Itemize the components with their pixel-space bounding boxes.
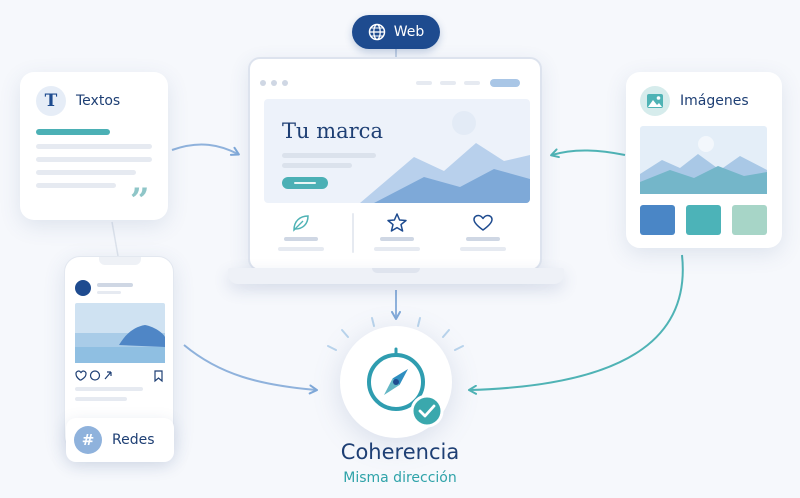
nav-link — [464, 81, 480, 85]
imagenes-card: Imágenes — [626, 72, 782, 248]
hero-mountains — [360, 111, 530, 203]
text-line — [36, 170, 136, 175]
imagenes-label: Imágenes — [680, 93, 749, 109]
arrow-imagenes-to-laptop — [550, 148, 626, 159]
color-swatch-blue — [640, 205, 675, 235]
nav-link — [440, 81, 456, 85]
like-icon — [75, 370, 87, 381]
phone-notch — [99, 257, 141, 265]
feature-divider — [352, 213, 354, 253]
text-line — [36, 157, 152, 162]
feature-line — [380, 237, 414, 241]
web-label: Web — [393, 24, 425, 40]
text-line — [36, 183, 116, 188]
nav-link — [416, 81, 432, 85]
arrow-imagenes-to-center — [468, 254, 684, 395]
center-subtitle: Misma dirección — [343, 470, 457, 486]
text-format-icon: T — [36, 86, 66, 116]
compass-icon — [367, 347, 425, 411]
feature-line — [278, 247, 324, 251]
laptop-screen: Tu marca — [248, 57, 542, 271]
quote-icon: ” — [130, 181, 150, 221]
comment-icon — [89, 370, 101, 381]
post-meta-line — [97, 291, 121, 294]
globe-icon — [368, 23, 385, 41]
feature-line — [374, 247, 420, 251]
textos-label: Textos — [76, 93, 121, 109]
redes-label: Redes — [112, 432, 155, 448]
hashtag-icon: # — [74, 426, 102, 454]
share-icon — [104, 371, 112, 380]
arrow-textos-to-laptop — [171, 143, 240, 156]
textos-card: T Textos ” — [20, 72, 168, 220]
hero-title: Tu marca — [282, 119, 383, 143]
check-badge-icon — [410, 394, 444, 428]
hero-text-line — [282, 153, 376, 158]
laptop-base — [228, 268, 564, 284]
profile-avatar — [75, 280, 91, 296]
post-image — [75, 303, 165, 363]
caption-line — [75, 387, 143, 391]
color-swatch-mint — [732, 205, 767, 235]
heart-icon — [473, 214, 493, 231]
feature-line — [284, 237, 318, 241]
image-icon — [640, 86, 670, 116]
web-badge: Web — [352, 15, 440, 49]
color-swatch-teal — [686, 205, 721, 235]
arrow-redes-to-center — [183, 344, 318, 395]
window-dot — [282, 80, 288, 86]
window-dot — [271, 80, 277, 86]
text-line — [36, 144, 152, 149]
hero-section: Tu marca — [264, 99, 530, 203]
redes-badge: # Redes — [66, 418, 174, 462]
post-actions — [75, 370, 163, 383]
text-line-accent — [36, 129, 110, 135]
feature-line — [460, 247, 506, 251]
bookmark-icon — [154, 370, 163, 383]
center-title: Coherencia — [340, 440, 460, 464]
star-icon — [387, 213, 407, 232]
glow-ticks — [327, 317, 464, 351]
post-author-line — [97, 283, 133, 287]
landscape-image — [640, 126, 767, 194]
window-dot — [260, 80, 266, 86]
hero-text-line — [282, 163, 352, 168]
feature-line — [466, 237, 500, 241]
hero-cta-button — [282, 177, 328, 189]
leaf-icon — [293, 215, 309, 232]
nav-button — [490, 79, 520, 87]
caption-line — [75, 397, 127, 401]
textos-phone-link — [111, 221, 119, 257]
